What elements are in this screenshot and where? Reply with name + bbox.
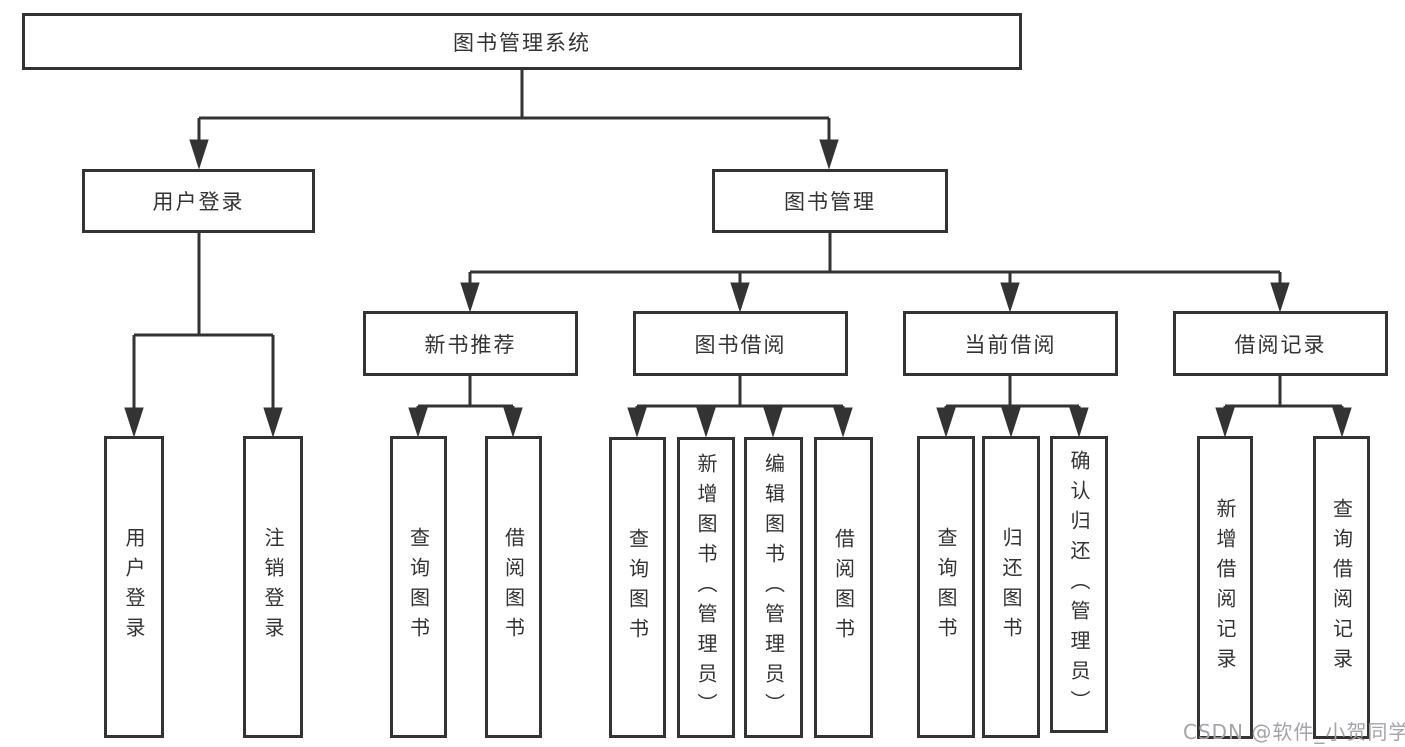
arrowhead-icon <box>627 407 647 438</box>
node-root-library-system: 图书管理系统 <box>22 13 1022 70</box>
node-label: 注销登录 <box>261 527 285 647</box>
node-label: 当前借阅 <box>964 332 1057 357</box>
node-label: 图书借阅 <box>694 332 787 357</box>
node-label: 新书推荐 <box>424 332 517 357</box>
node-leaf-query-books-recommend: 查询图书 <box>390 436 447 738</box>
node-book-management: 图书管理 <box>712 169 948 233</box>
node-label: 新增借阅记录 <box>1213 497 1237 678</box>
node-label: 借阅图书 <box>831 527 856 648</box>
node-leaf-logout: 注销登录 <box>243 436 303 738</box>
connector-book-management-children <box>460 233 1290 313</box>
node-leaf-add-books-admin: 新增图书（管理员） <box>677 437 735 738</box>
node-leaf-query-borrow-record: 查询借阅记录 <box>1313 436 1370 739</box>
node-leaf-borrow-books-recommend: 借阅图书 <box>485 436 542 738</box>
node-label: 图书管理 <box>784 190 876 214</box>
node-label: 查询图书 <box>625 527 650 648</box>
arrowhead-icon <box>819 139 839 170</box>
arrowhead-icon <box>696 407 716 438</box>
node-leaf-return-books: 归还图书 <box>982 436 1040 738</box>
arrowhead-icon <box>1069 407 1089 438</box>
arrowhead-icon <box>763 407 783 438</box>
connector-borrowing-records-children <box>1215 376 1352 438</box>
arrowhead-icon <box>460 282 480 313</box>
node-label: 图书管理系统 <box>453 30 591 55</box>
node-label: 用户登录 <box>122 527 146 647</box>
node-user-login: 用户登录 <box>82 169 315 233</box>
connector-new-book-children <box>408 376 523 438</box>
csdn-watermark: CSDN @软件_小贺同学 <box>1183 720 1405 744</box>
node-label: 确认归还（管理员） <box>1067 449 1091 720</box>
arrowhead-icon <box>189 139 209 170</box>
node-label: 查询借阅记录 <box>1329 497 1354 678</box>
node-leaf-add-borrow-record: 新增借阅记录 <box>1197 436 1253 739</box>
node-label: 查询图书 <box>934 527 958 647</box>
arrowhead-icon <box>936 407 956 438</box>
node-label: 借阅记录 <box>1234 332 1327 357</box>
node-leaf-borrow-books-borrowing: 借阅图书 <box>814 437 873 738</box>
node-leaf-edit-books-admin: 编辑图书（管理员） <box>744 437 803 738</box>
node-label: 借阅图书 <box>501 527 526 647</box>
node-label: 新增图书（管理员） <box>694 452 718 723</box>
arrowhead-icon <box>1270 282 1290 313</box>
arrowhead-icon <box>1000 282 1020 313</box>
connector-book-borrowing-children <box>627 376 853 438</box>
node-label: 查询图书 <box>406 527 431 647</box>
arrowhead-icon <box>408 407 428 438</box>
node-leaf-query-books-borrowing: 查询图书 <box>609 437 666 738</box>
node-leaf-query-books-current: 查询图书 <box>917 436 975 738</box>
node-borrowing-records: 借阅记录 <box>1173 311 1388 376</box>
node-label: 编辑图书（管理员） <box>761 452 786 723</box>
arrowhead-icon <box>1001 407 1021 438</box>
node-current-borrowing: 当前借阅 <box>903 311 1118 376</box>
arrowhead-icon <box>1332 407 1352 438</box>
node-leaf-user-login: 用户登录 <box>104 436 164 738</box>
connector-root-to-level1 <box>189 68 839 170</box>
arrowhead-icon <box>124 407 144 438</box>
arrowhead-icon <box>1215 407 1235 438</box>
arrowhead-icon <box>263 407 283 438</box>
arrowhead-icon <box>833 407 853 438</box>
arrowhead-icon <box>730 282 750 313</box>
arrowhead-icon <box>503 407 523 438</box>
node-book-borrowing: 图书借阅 <box>633 311 848 376</box>
node-label: 用户登录 <box>152 190 245 214</box>
connector-current-borrowing-children <box>936 376 1089 438</box>
node-new-book-recommend: 新书推荐 <box>363 311 578 376</box>
connector-user-login-children <box>124 233 283 438</box>
node-label: 归还图书 <box>999 527 1023 647</box>
node-leaf-confirm-return-admin: 确认归还（管理员） <box>1050 436 1108 733</box>
